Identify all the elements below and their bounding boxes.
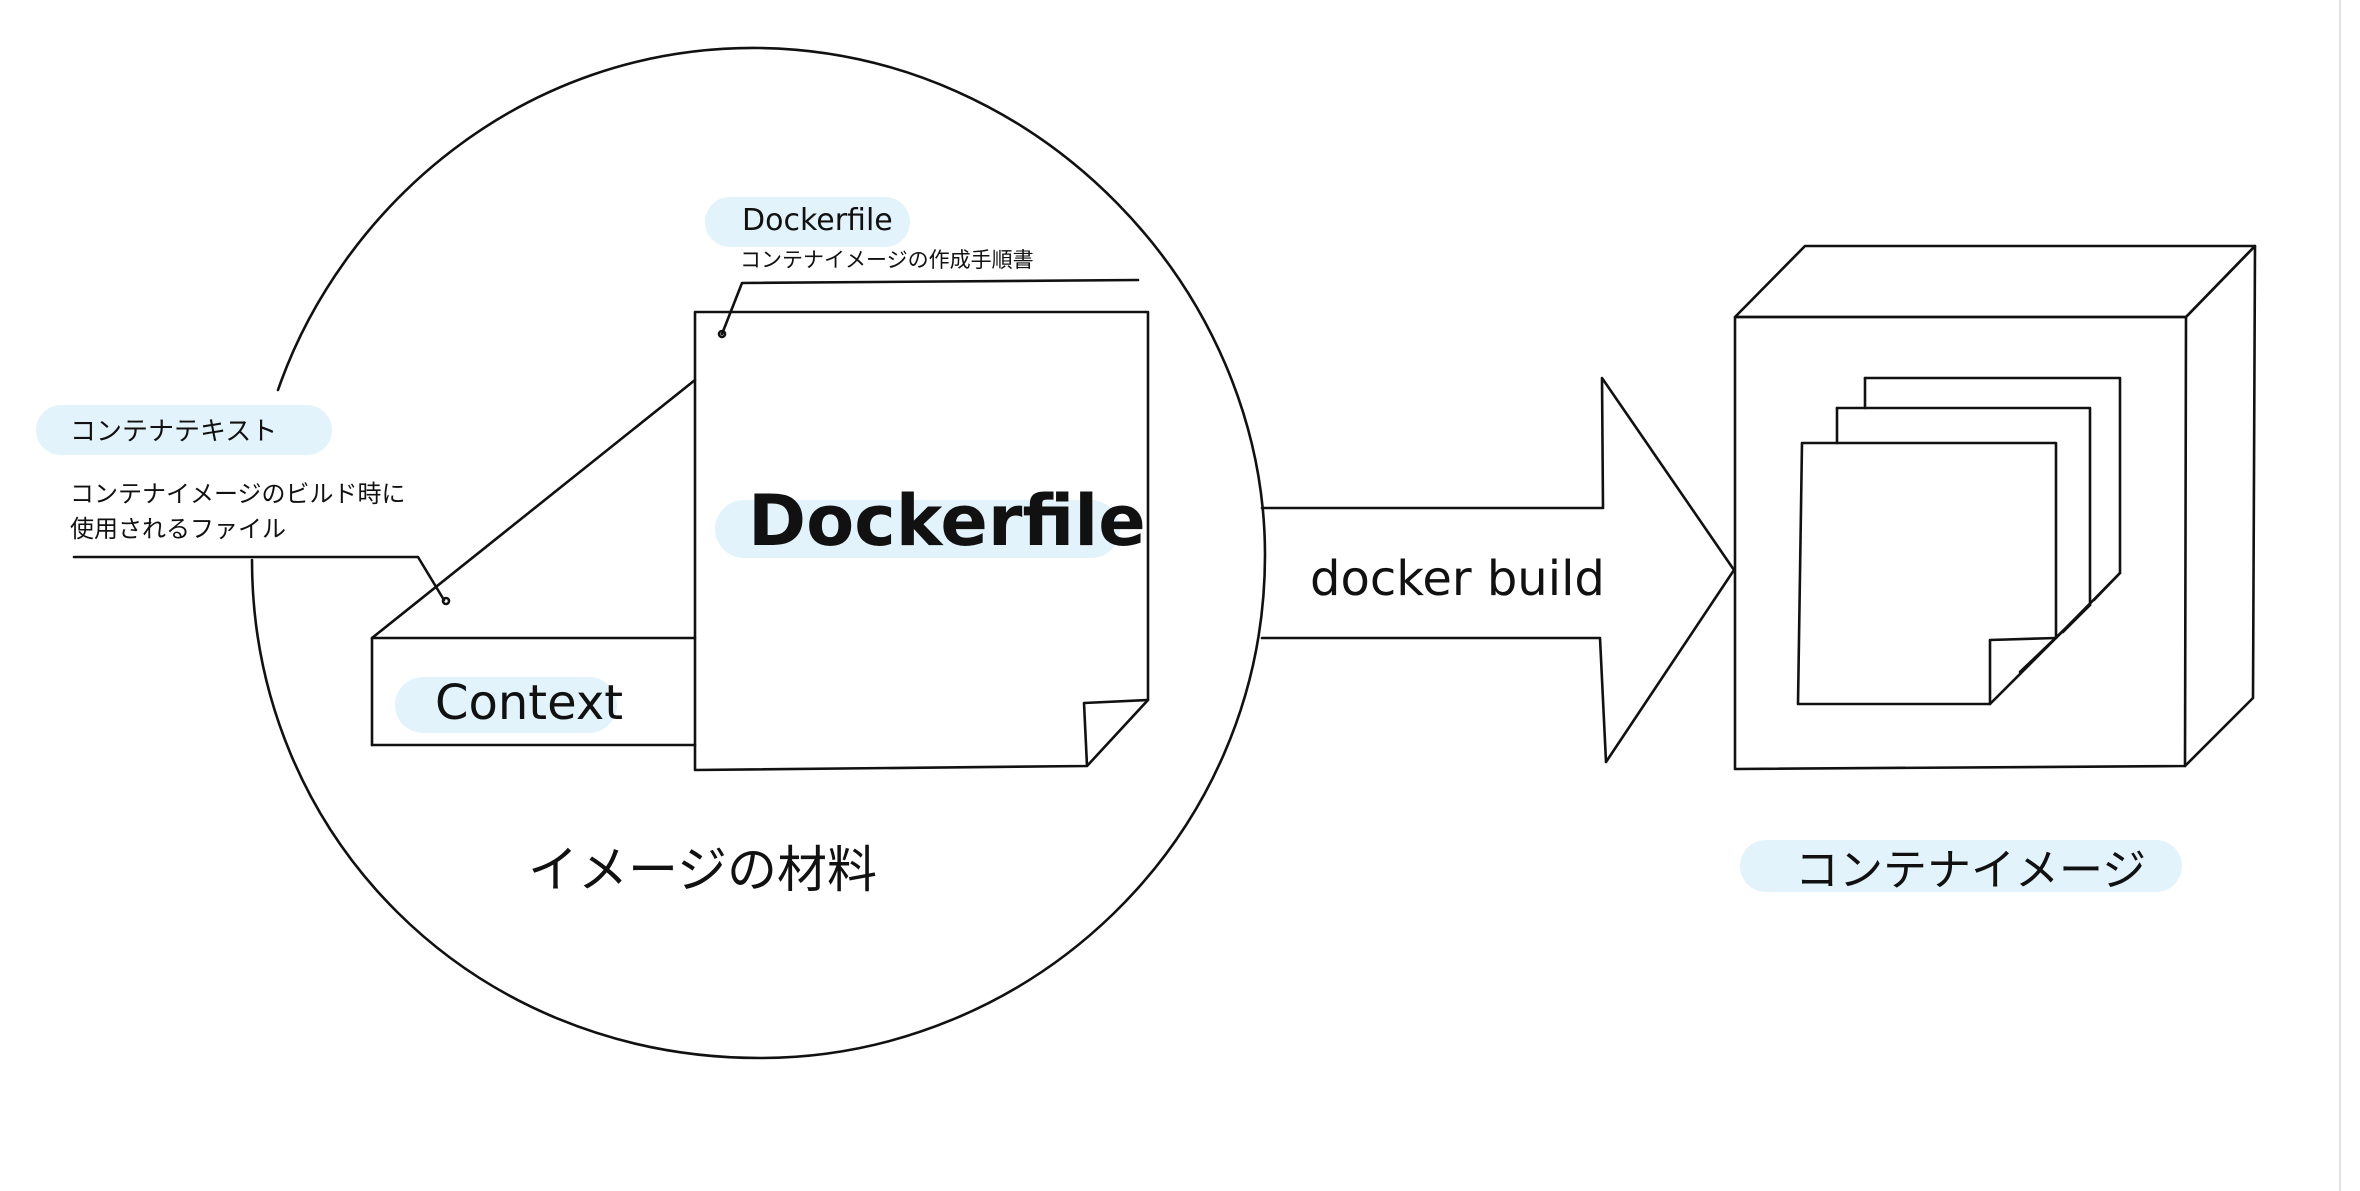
dockerfile-leader <box>717 278 1140 339</box>
materials-caption: イメージの材料 <box>528 841 877 899</box>
dockerfile-main-label: Dockerfile <box>748 480 1146 562</box>
image-layers <box>1796 376 2122 706</box>
context-block <box>370 378 697 747</box>
dockerfile-desc-label: コンテナイメージの作成手順書 <box>740 248 1034 272</box>
context-tag-highlight <box>36 405 332 455</box>
container-image-box <box>1733 244 2257 771</box>
context-leader <box>72 555 451 606</box>
image-caption-highlight <box>1740 840 2182 892</box>
dockerfile-tag-label: Dockerfile <box>742 203 893 238</box>
context-main-highlight <box>395 677 617 733</box>
context-desc-line2: 使用されるファイル <box>70 515 286 543</box>
context-desc-line1: コンテナイメージのビルド時に <box>70 480 406 508</box>
materials-circle <box>250 46 1267 1060</box>
context-main-label: Context <box>435 675 623 731</box>
context-tag-label: コンテナテキスト <box>70 417 277 447</box>
dockerfile-main-highlight <box>715 500 1120 558</box>
dockerfile-tag-highlight <box>705 197 910 247</box>
dockerfile-page <box>693 310 1150 772</box>
arrow-label: docker build <box>1310 551 1605 607</box>
image-caption: コンテナイメージ <box>1795 845 2146 896</box>
